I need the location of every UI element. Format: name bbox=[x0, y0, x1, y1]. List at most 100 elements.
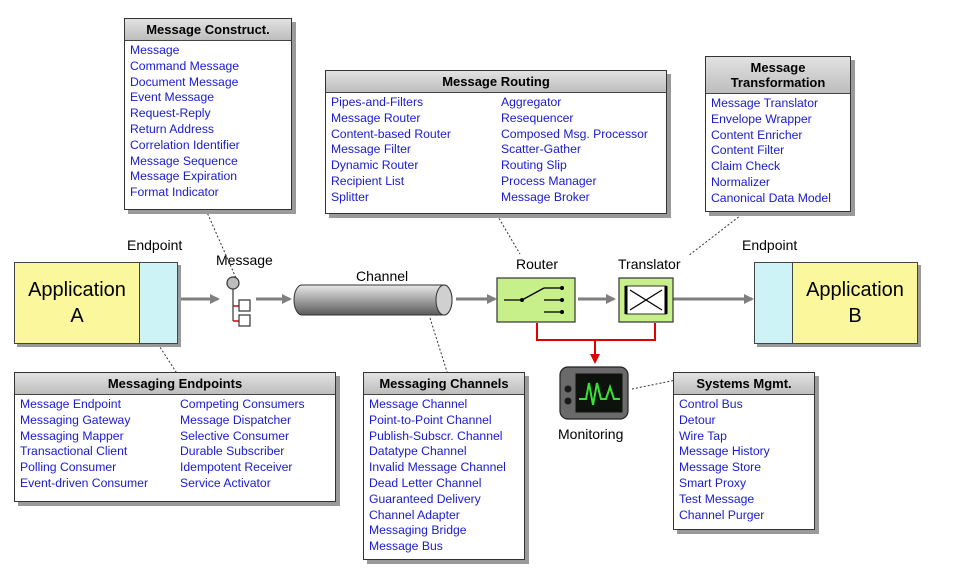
message-icon[interactable] bbox=[222, 274, 256, 334]
list-item[interactable]: Messaging Mapper bbox=[20, 428, 124, 443]
list-item[interactable]: Smart Proxy bbox=[679, 475, 747, 490]
translator-label: Translator bbox=[618, 256, 681, 272]
channel-pipe[interactable] bbox=[292, 283, 458, 319]
message-transformation-title: Message Transformation bbox=[706, 57, 850, 94]
list-item[interactable]: Message Translator bbox=[711, 96, 819, 110]
list-item[interactable]: Detour bbox=[679, 412, 716, 427]
list-item[interactable]: Scatter-Gather bbox=[501, 142, 581, 157]
list-item[interactable]: Message Router bbox=[331, 110, 421, 125]
message-construct-box: Message Construct. Message Command Messa… bbox=[124, 18, 292, 210]
list-item[interactable]: Canonical Data Model bbox=[711, 190, 831, 205]
list-item[interactable]: Transactional Client bbox=[20, 444, 128, 459]
list-item[interactable]: Messaging Bridge bbox=[369, 523, 467, 538]
application-a-label: Application A bbox=[28, 279, 126, 327]
list-item[interactable]: Channel Adapter bbox=[369, 507, 460, 522]
translator-icon[interactable] bbox=[618, 277, 676, 325]
router-label: Router bbox=[516, 256, 559, 272]
list-item[interactable]: Control Bus bbox=[679, 397, 743, 411]
systems-mgmt-title: Systems Mgmt. bbox=[674, 373, 814, 395]
message-transformation-list: Message Translator Envelope Wrapper Cont… bbox=[706, 94, 850, 207]
list-item[interactable]: Resequencer bbox=[501, 110, 574, 125]
messaging-channels-box: Messaging Channels Message Channel Point… bbox=[363, 372, 525, 560]
list-item[interactable]: Claim Check bbox=[711, 159, 781, 174]
endpoint-right-label: Endpoint bbox=[742, 237, 798, 253]
leader-construct bbox=[205, 209, 237, 279]
list-item[interactable]: Aggregator bbox=[501, 95, 562, 109]
list-item[interactable]: Splitter bbox=[331, 189, 369, 204]
list-item[interactable]: Process Manager bbox=[501, 173, 597, 188]
list-item[interactable]: Message History bbox=[679, 444, 770, 459]
list-item[interactable]: Message Channel bbox=[369, 397, 468, 411]
application-b[interactable]: Application B bbox=[754, 262, 918, 344]
list-item[interactable]: Message bbox=[130, 43, 180, 57]
list-item[interactable]: Selective Consumer bbox=[180, 428, 290, 443]
message-transformation-box: Message Transformation Message Translato… bbox=[705, 56, 851, 212]
list-item[interactable]: Service Activator bbox=[180, 475, 271, 490]
monitoring-label: Monitoring bbox=[558, 426, 624, 442]
list-item[interactable]: Content Filter bbox=[711, 143, 785, 158]
messaging-endpoints-list-1: Message Endpoint Messaging Gateway Messa… bbox=[15, 395, 175, 492]
list-item[interactable]: Message Filter bbox=[331, 142, 411, 157]
endpoint-a bbox=[139, 263, 177, 343]
list-item[interactable]: Test Message bbox=[679, 491, 755, 506]
message-construct-list: Message Command Message Document Message… bbox=[125, 41, 291, 201]
list-item[interactable]: Message Expiration bbox=[130, 169, 238, 184]
application-a[interactable]: Application A bbox=[14, 262, 178, 344]
list-item[interactable]: Content-based Router bbox=[331, 126, 451, 141]
list-item[interactable]: Format Indicator bbox=[130, 185, 219, 200]
messaging-channels-list: Message Channel Point-to-Point Channel P… bbox=[364, 395, 524, 555]
message-label: Message bbox=[216, 252, 273, 268]
systems-mgmt-list: Control Bus Detour Wire Tap Message Hist… bbox=[674, 395, 814, 523]
systems-mgmt-box: Systems Mgmt. Control Bus Detour Wire Ta… bbox=[673, 372, 815, 530]
list-item[interactable]: Message Store bbox=[679, 460, 761, 475]
list-item[interactable]: Document Message bbox=[130, 74, 239, 89]
list-item[interactable]: Event Message bbox=[130, 90, 215, 105]
channel-label: Channel bbox=[356, 268, 409, 284]
router-icon[interactable] bbox=[496, 277, 578, 325]
list-item[interactable]: Dynamic Router bbox=[331, 158, 419, 173]
list-item[interactable]: Request-Reply bbox=[130, 106, 211, 121]
list-item[interactable]: Polling Consumer bbox=[20, 460, 117, 475]
list-item[interactable]: Wire Tap bbox=[679, 428, 727, 443]
leader-channels bbox=[429, 317, 449, 376]
list-item[interactable]: Dead Letter Channel bbox=[369, 475, 482, 490]
list-item[interactable]: Command Message bbox=[130, 58, 240, 73]
messaging-endpoints-box: Messaging Endpoints Message Endpoint Mes… bbox=[14, 372, 336, 502]
list-item[interactable]: Competing Consumers bbox=[180, 397, 305, 411]
list-item[interactable]: Message Dispatcher bbox=[180, 412, 292, 427]
list-item[interactable]: Pipes-and-Filters bbox=[331, 95, 424, 109]
monitor-icon[interactable] bbox=[558, 365, 632, 423]
list-item[interactable]: Correlation Identifier bbox=[130, 137, 240, 152]
application-b-label: Application B bbox=[806, 279, 904, 327]
list-item[interactable]: Routing Slip bbox=[501, 158, 567, 173]
list-item[interactable]: Return Address bbox=[130, 121, 215, 136]
list-item[interactable]: Point-to-Point Channel bbox=[369, 412, 492, 427]
list-item[interactable]: Channel Purger bbox=[679, 507, 765, 522]
leader-routing bbox=[496, 214, 521, 255]
list-item[interactable]: Normalizer bbox=[711, 174, 770, 189]
list-item[interactable]: Recipient List bbox=[331, 173, 405, 188]
list-item[interactable]: Composed Msg. Processor bbox=[501, 126, 648, 141]
messaging-channels-title: Messaging Channels bbox=[364, 373, 524, 395]
list-item[interactable]: Message Bus bbox=[369, 539, 443, 554]
list-item[interactable]: Content Enricher bbox=[711, 127, 803, 142]
leader-transformation bbox=[687, 211, 746, 257]
endpoint-b bbox=[755, 263, 793, 343]
list-item[interactable]: Message Endpoint bbox=[20, 397, 121, 411]
list-item[interactable]: Message Broker bbox=[501, 189, 590, 204]
list-item[interactable]: Invalid Message Channel bbox=[369, 460, 506, 475]
list-item[interactable]: Durable Subscriber bbox=[180, 444, 285, 459]
list-item[interactable]: Event-driven Consumer bbox=[20, 475, 149, 490]
list-item[interactable]: Envelope Wrapper bbox=[711, 111, 812, 126]
leader-endpoints bbox=[157, 343, 179, 376]
list-item[interactable]: Guaranteed Delivery bbox=[369, 491, 481, 506]
list-item[interactable]: Idempotent Receiver bbox=[180, 460, 293, 475]
message-routing-box: Message Routing Pipes-and-Filters Messag… bbox=[325, 70, 667, 214]
endpoint-left-label: Endpoint bbox=[127, 237, 183, 253]
list-item[interactable]: Publish-Subscr. Channel bbox=[369, 428, 503, 443]
leader-systems bbox=[631, 379, 677, 390]
list-item[interactable]: Messaging Gateway bbox=[20, 412, 131, 427]
list-item[interactable]: Message Sequence bbox=[130, 153, 238, 168]
list-item[interactable]: Datatype Channel bbox=[369, 444, 467, 459]
